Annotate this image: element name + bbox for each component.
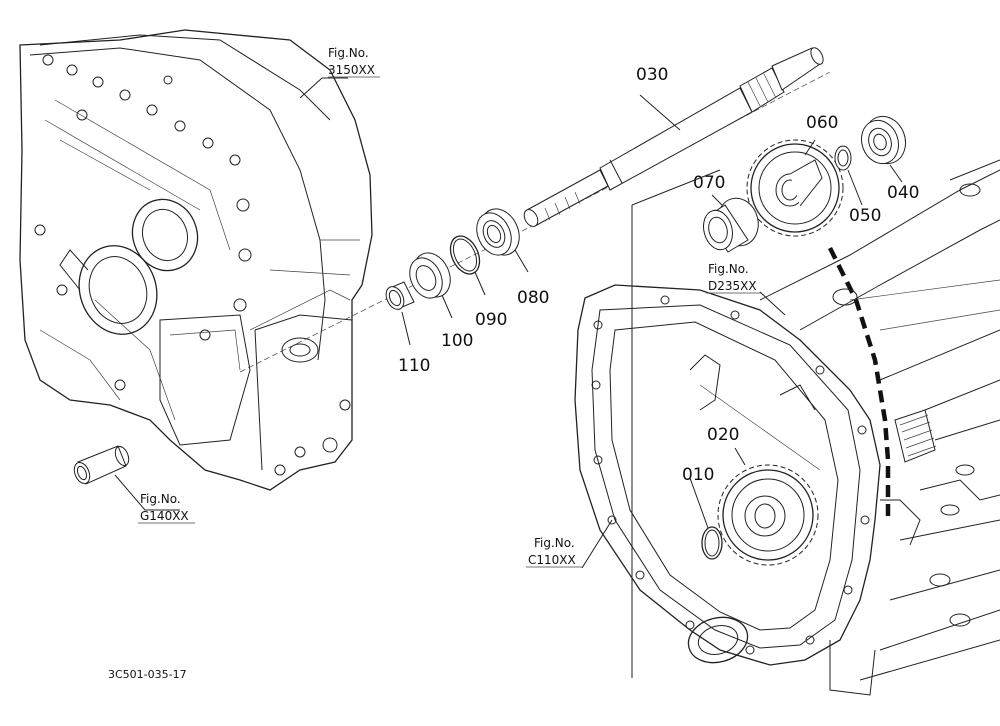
- assembly-path-line: [827, 246, 891, 520]
- snap-ring-010: [689, 477, 723, 560]
- bearing-080: [476, 208, 529, 273]
- reference-label: Fig.No.: [328, 46, 369, 60]
- gear-060: [746, 139, 844, 237]
- shaft-030: [523, 47, 824, 227]
- part-label-070: 070: [693, 173, 725, 193]
- bearing-100: [409, 252, 453, 319]
- part-label-020: 020: [707, 425, 739, 445]
- left-transmission-housing: [19, 29, 373, 491]
- reference-3150XX: Fig.No. 3150XX: [328, 46, 380, 78]
- reference-label: Fig.No.: [140, 492, 181, 506]
- reference-number: 3150XX: [328, 63, 375, 77]
- part-label-060: 060: [806, 113, 838, 133]
- reference-C110XX: Fig.No. C110XX: [526, 536, 583, 568]
- part-label-030: 030: [636, 65, 668, 85]
- reference-label: Fig.No.: [708, 262, 749, 276]
- reference-number: D235XX: [708, 279, 757, 293]
- reference-label: Fig.No.: [534, 536, 575, 550]
- snap-ring-090: [449, 235, 486, 296]
- reference-number: C110XX: [528, 553, 576, 567]
- ring-050: [834, 145, 863, 206]
- reference-G140XX: Fig.No. G140XX: [138, 492, 195, 524]
- pin-part: [73, 445, 180, 511]
- right-transmission-housing: [574, 159, 1000, 696]
- part-label-110: 110: [398, 356, 430, 376]
- leader-D235XX: [759, 291, 786, 316]
- part-label-040: 040: [887, 183, 919, 203]
- reference-number: G140XX: [140, 509, 189, 523]
- collar-070: [703, 194, 759, 253]
- part-label-010: 010: [682, 465, 714, 485]
- leader-3150XX: [299, 77, 348, 99]
- bearing-040: [860, 115, 907, 183]
- part-label-100: 100: [441, 331, 473, 351]
- gear-020: [717, 447, 819, 566]
- part-label-050: 050: [849, 206, 881, 226]
- bushing-110: [385, 281, 415, 346]
- drawing-id: 3C501-035-17: [108, 668, 187, 681]
- leader-C110XX: [581, 519, 613, 569]
- reference-D235XX: Fig.No. D235XX: [706, 262, 762, 294]
- part-label-080: 080: [517, 288, 549, 308]
- leader-030: [639, 94, 681, 131]
- part-label-090: 090: [475, 310, 507, 330]
- leader-G140XX: [114, 474, 180, 511]
